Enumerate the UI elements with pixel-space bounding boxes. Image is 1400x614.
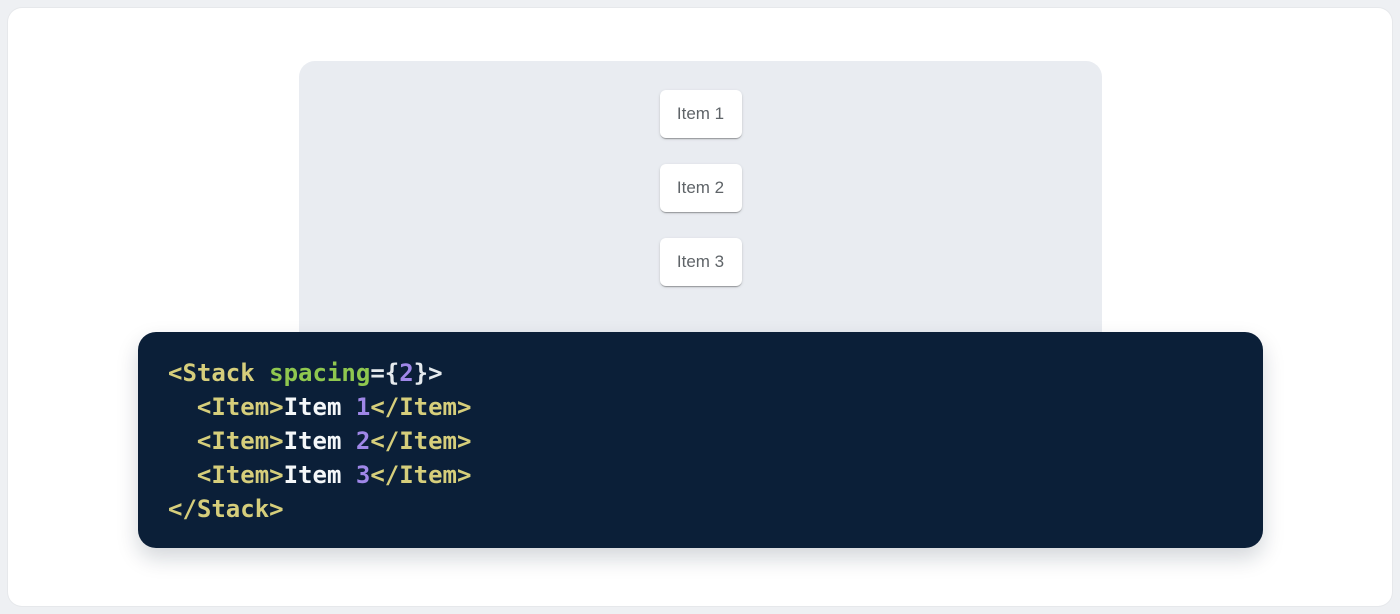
stack-item-label: Item 2 [676, 178, 725, 197]
stack-item-label: Item 3 [676, 252, 725, 271]
stack-item-card: Item 2 [659, 164, 742, 212]
code-line: <Item>Item 3</Item> [168, 458, 1233, 492]
code-lines: <Stack spacing={2}> <Item>Item 1</Item> … [168, 356, 1233, 526]
code-token [168, 393, 197, 421]
code-token: spacing [269, 359, 371, 387]
code-line: <Item>Item 2</Item> [168, 424, 1233, 458]
code-token: 2 [355, 427, 371, 455]
code-token [255, 359, 269, 387]
code-token: <Stack [168, 359, 255, 387]
code-token: }> [413, 359, 443, 387]
code-token: ={ [370, 359, 400, 387]
code-token: </Stack> [168, 495, 284, 523]
stack-item-label: Item 1 [676, 104, 725, 123]
code-token: </Item> [370, 427, 472, 455]
stack-item-card: Item 3 [659, 238, 742, 286]
code-token: <Item> [196, 393, 284, 421]
code-token [168, 461, 197, 489]
code-token: <Item> [196, 427, 284, 455]
code-line: <Stack spacing={2}> [168, 356, 1233, 390]
code-block: <Stack spacing={2}> <Item>Item 1</Item> … [138, 332, 1263, 548]
stack-demo-panel: Item 1 Item 2 Item 3 [299, 61, 1102, 360]
code-line: <Item>Item 1</Item> [168, 390, 1233, 424]
stack-item-card: Item 1 [659, 90, 742, 138]
code-token: Item [283, 461, 356, 489]
code-token: </Item> [370, 393, 472, 421]
code-line: </Stack> [168, 492, 1233, 526]
code-token: Item [283, 393, 356, 421]
code-token: Item [283, 427, 356, 455]
code-token: 3 [355, 461, 371, 489]
code-token: </Item> [370, 461, 472, 489]
code-token: <Item> [196, 461, 284, 489]
code-token: 1 [355, 393, 371, 421]
code-token: 2 [399, 359, 414, 387]
code-token [168, 427, 197, 455]
